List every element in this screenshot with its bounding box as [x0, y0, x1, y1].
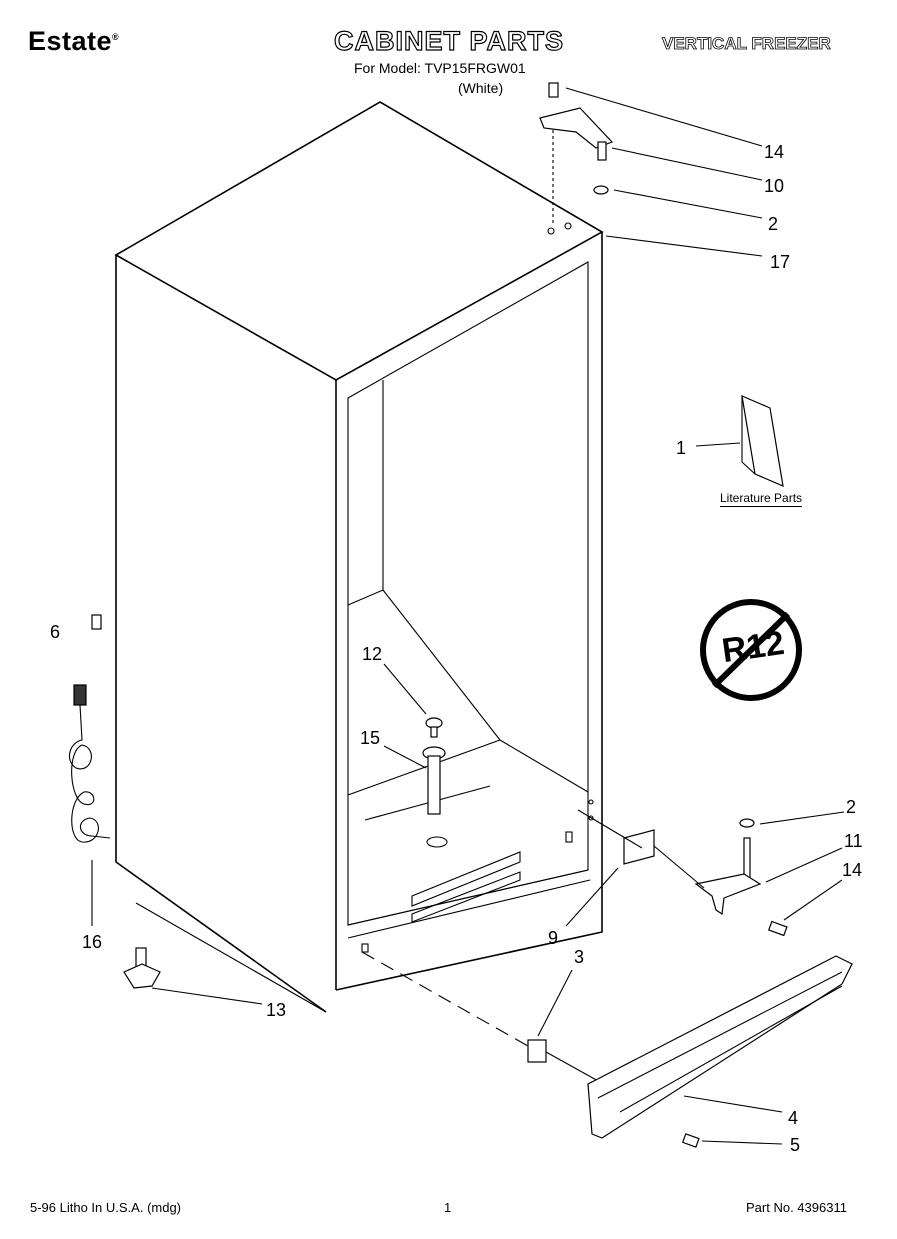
- literature-book: [741, 395, 784, 487]
- callout-9: 9: [548, 928, 559, 948]
- print-info: 5-96 Litho In U.S.A. (mdg): [30, 1200, 182, 1215]
- model-line: For Model: TVP15FRGW01: [354, 60, 526, 76]
- registered-mark: ®: [112, 32, 120, 42]
- page-number: 1: [444, 1200, 452, 1215]
- callout-2-top: 2: [768, 214, 779, 234]
- grille-screw: [681, 1133, 700, 1148]
- callout-14-top: 14: [764, 142, 785, 162]
- brand-name: Estate: [28, 26, 113, 56]
- callout-14-bottom: 14: [842, 860, 863, 880]
- callout-4: 4: [788, 1108, 799, 1128]
- callout-2-bottom: 2: [846, 797, 857, 817]
- drain-parts: [422, 717, 446, 815]
- callout-17: 17: [770, 252, 791, 272]
- callout-5: 5: [790, 1135, 801, 1155]
- door-stop-clip: [91, 614, 102, 630]
- callout-3: 3: [574, 947, 585, 967]
- callout-15: 15: [360, 728, 381, 748]
- part-number: Part No. 4396311: [746, 1200, 847, 1215]
- leveling-leg: [123, 947, 161, 989]
- bottom-hinge-parts: [361, 809, 788, 1083]
- leader-lines: [91, 87, 845, 1145]
- product-category: VERTICAL FREEZER: [662, 34, 832, 54]
- callout-13: 13: [266, 1000, 287, 1020]
- callout-16: 16: [82, 932, 103, 952]
- page-title: CABINET PARTS: [333, 25, 565, 56]
- model-variant: (White): [458, 80, 504, 96]
- freezer-cabinet: [114, 101, 604, 1013]
- literature-parts-label: Literature Parts: [720, 491, 803, 507]
- callout-12: 12: [362, 644, 383, 664]
- callout-1: 1: [676, 438, 687, 458]
- callout-6: 6: [50, 622, 61, 642]
- power-cord: [68, 684, 111, 843]
- toe-grille: [587, 955, 853, 1139]
- callout-10: 10: [764, 176, 785, 196]
- top-hinge-assembly: [539, 82, 614, 226]
- no-r12-badge: [700, 599, 802, 701]
- brand-logo: Estate®: [28, 26, 119, 57]
- callout-11: 11: [844, 831, 863, 851]
